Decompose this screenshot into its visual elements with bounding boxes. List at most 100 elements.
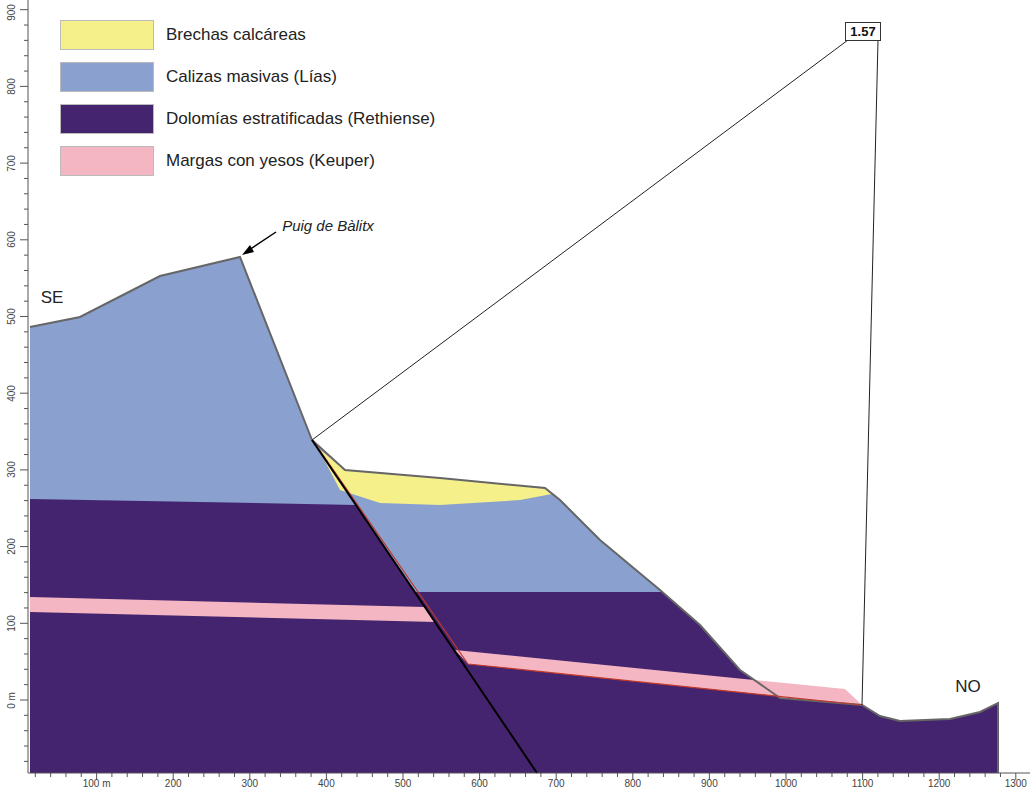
legend-swatch	[60, 146, 154, 176]
tick	[265, 773, 266, 777]
x-axis-label: 900	[701, 778, 718, 789]
tick	[20, 239, 28, 240]
tick	[234, 773, 235, 777]
tick	[24, 439, 28, 440]
x-axis-label: 1000	[775, 778, 797, 789]
tick	[24, 515, 28, 516]
tick	[510, 773, 511, 777]
tick	[311, 773, 312, 777]
tick	[24, 607, 28, 608]
tick	[724, 773, 725, 777]
tick	[694, 773, 695, 777]
tick	[893, 773, 894, 777]
x-axis-label: 300	[241, 778, 258, 789]
tick	[127, 773, 128, 777]
tick	[65, 773, 66, 777]
tick	[602, 773, 603, 777]
tick	[24, 362, 28, 363]
peak-name: Puig de Bàlitx	[282, 217, 374, 234]
tick	[24, 40, 28, 41]
marl-no	[455, 650, 862, 705]
y-axis-label: 200	[6, 538, 17, 555]
tick	[20, 546, 28, 547]
tick	[203, 773, 204, 777]
radius-line	[862, 40, 878, 705]
tick	[24, 684, 28, 685]
tick	[985, 773, 986, 777]
tick	[142, 773, 143, 777]
tick	[24, 71, 28, 72]
topography	[30, 257, 998, 773]
marl-se	[30, 597, 435, 622]
tick	[50, 773, 51, 777]
tick	[24, 730, 28, 731]
tick	[24, 255, 28, 256]
tick	[24, 209, 28, 210]
safety-factor-box: 1.57	[845, 22, 880, 41]
x-axis-label: 1100	[852, 778, 874, 789]
tick	[20, 700, 28, 701]
tick	[663, 773, 664, 777]
y-axis-label: 900	[6, 4, 17, 21]
tick	[801, 773, 802, 777]
legend-text: Dolomías estratificadas (Rethiense)	[166, 109, 435, 129]
y-axis-label: 400	[6, 385, 17, 402]
tick	[678, 773, 679, 777]
y-axis-label: 500	[6, 308, 17, 325]
x-axis	[28, 773, 1030, 774]
tick	[24, 561, 28, 562]
y-axis-label: 100	[6, 615, 17, 632]
tick	[740, 773, 741, 777]
tick	[24, 178, 28, 179]
legend-text: Margas con yesos (Keuper)	[166, 151, 375, 171]
tick	[357, 773, 358, 777]
legend-swatch	[60, 104, 154, 134]
tick	[24, 117, 28, 118]
tick	[280, 773, 281, 777]
tick	[24, 592, 28, 593]
tick	[1000, 773, 1001, 777]
tick	[24, 761, 28, 762]
tick	[24, 270, 28, 271]
legend-text: Brechas calcáreas	[166, 25, 306, 45]
x-axis-label: 1300	[1005, 778, 1027, 789]
tick	[387, 773, 388, 777]
tick	[341, 773, 342, 777]
tick	[540, 773, 541, 777]
tick	[847, 773, 848, 777]
tick	[24, 377, 28, 378]
tick	[372, 773, 373, 777]
orientation: NO	[955, 677, 981, 697]
x-axis-label: 400	[318, 778, 335, 789]
tick	[20, 316, 28, 317]
x-axis-label: 500	[395, 778, 412, 789]
section-ground	[30, 257, 998, 773]
tick	[20, 469, 28, 470]
legend-text: Calizas masivas (Lías)	[166, 67, 337, 87]
tick	[81, 773, 82, 777]
tick	[877, 773, 878, 777]
tick	[24, 454, 28, 455]
tick	[24, 193, 28, 194]
slip-surface-red	[314, 442, 862, 705]
x-axis-label: 600	[471, 778, 488, 789]
tick	[20, 623, 28, 624]
tick	[755, 773, 756, 777]
tick	[20, 86, 28, 87]
x-axis-label: 200	[165, 778, 182, 789]
tick	[494, 773, 495, 777]
tick	[24, 500, 28, 501]
tick	[188, 773, 189, 777]
y-axis-label: 700	[6, 155, 17, 172]
radius-line	[312, 40, 848, 440]
tick	[571, 773, 572, 777]
tick	[111, 773, 112, 777]
tick	[831, 773, 832, 777]
tick	[954, 773, 955, 777]
tick	[20, 393, 28, 394]
tick	[157, 773, 158, 777]
tick	[24, 301, 28, 302]
tick	[35, 773, 36, 777]
y-axis-label: 0 m	[5, 692, 16, 709]
